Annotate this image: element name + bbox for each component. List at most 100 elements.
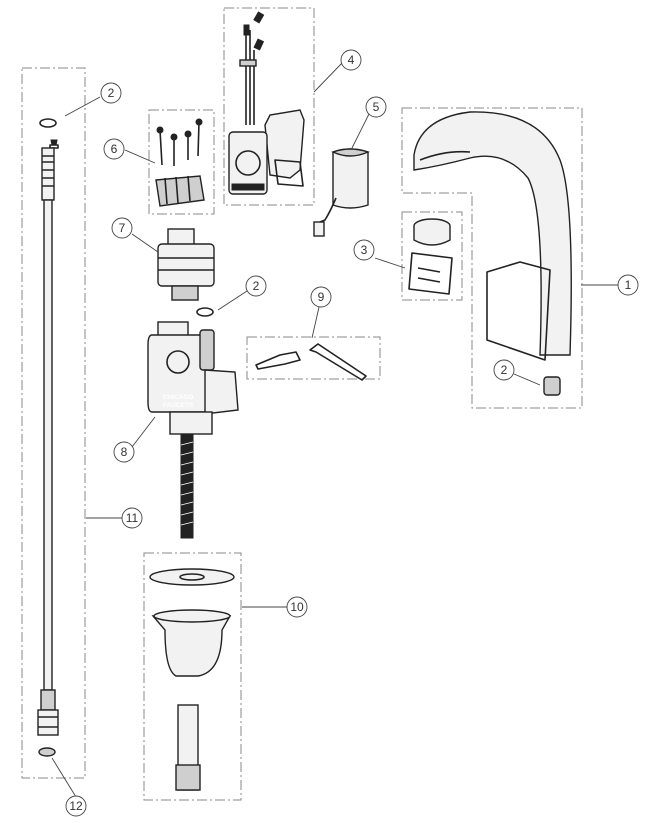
frame-supply-hose	[21, 67, 86, 779]
cartridge-top	[167, 228, 195, 246]
leader-4	[313, 61, 344, 93]
wire-plug-c	[253, 38, 265, 51]
leader-2a	[64, 96, 101, 117]
aerator	[408, 218, 453, 295]
rod-threads	[180, 441, 194, 526]
callout-2a-label: 2	[108, 86, 115, 100]
callout-6-label: 6	[111, 142, 118, 156]
hose-bottom-nut	[37, 709, 59, 736]
callout-8-label: 8	[121, 445, 128, 459]
callout-10-label: 10	[290, 600, 304, 614]
callout-12-label: 12	[69, 799, 83, 813]
leader-6	[124, 149, 156, 164]
frame-spout	[401, 107, 583, 409]
callout-6: 6	[103, 138, 125, 160]
spanner-tool	[255, 351, 301, 370]
solenoid-assembly	[228, 11, 305, 195]
body-side-block	[204, 369, 239, 415]
card-print	[417, 267, 441, 283]
plate-hole	[179, 573, 205, 581]
leader-8	[131, 416, 156, 448]
callout-11-label: 11	[126, 511, 139, 525]
frame-screws	[148, 109, 215, 215]
hose-bottom-ferrule	[40, 689, 56, 711]
solenoid-clip	[274, 159, 304, 187]
callout-3-label: 3	[361, 243, 368, 257]
callout-5: 5	[365, 96, 387, 118]
callout-1: 1	[617, 274, 639, 296]
tool-kit	[255, 343, 367, 381]
battery-lead	[319, 197, 337, 223]
hex-key	[309, 343, 367, 381]
screw-head-2	[170, 133, 178, 141]
hose-top-oring	[39, 118, 57, 128]
hose-nut-ribs	[38, 716, 58, 728]
clip-segments	[164, 175, 191, 205]
callout-2b-label: 2	[253, 279, 260, 293]
callout-7: 7	[111, 217, 133, 239]
screw-shafts	[159, 121, 200, 166]
wire-plug-b	[253, 11, 265, 24]
body-brand-line1: CHICAGO	[163, 394, 194, 401]
callout-12: 12	[65, 795, 87, 817]
leader-9	[311, 306, 320, 339]
spout-body	[413, 111, 572, 356]
spout-highlight	[419, 150, 471, 161]
battery-body	[332, 148, 369, 209]
leader-5	[351, 111, 371, 149]
mounting-plate	[149, 568, 235, 586]
group-frames	[21, 7, 583, 801]
callout-3: 3	[353, 239, 375, 261]
callout-4-label: 4	[348, 53, 355, 67]
frame-aerator	[401, 211, 463, 301]
battery-pack	[313, 148, 370, 237]
retaining-clip	[155, 175, 205, 207]
screw-head-1	[156, 126, 164, 134]
leader-3	[374, 257, 406, 269]
battery-cap	[331, 148, 370, 157]
solenoid-wires	[245, 30, 255, 125]
bracket-rim	[153, 609, 231, 623]
body-port	[166, 350, 190, 374]
hose-tube	[43, 199, 53, 691]
cartridge	[157, 228, 215, 317]
callout-7-label: 7	[119, 221, 126, 235]
leader-lines	[51, 61, 620, 798]
cartridge-body	[157, 243, 215, 287]
callout-2c: 2	[493, 359, 515, 381]
tube-nut	[175, 764, 201, 791]
leader-2c	[513, 373, 541, 386]
body-inlet	[199, 329, 215, 371]
spout	[413, 111, 572, 396]
hose-washer	[38, 747, 56, 757]
callout-8: 8	[113, 441, 135, 463]
screw-head-3	[184, 130, 192, 138]
supply-hose	[37, 118, 59, 757]
frame-tools	[246, 336, 381, 380]
wire-plug-a	[243, 24, 250, 36]
hose-fitting-ribs	[42, 155, 54, 187]
body-brand-line2: FAUCETS	[163, 402, 194, 409]
mounting-hardware	[149, 568, 235, 791]
callout-2c-label: 2	[501, 363, 508, 377]
solenoid-port	[235, 150, 261, 176]
battery-connector	[313, 221, 325, 237]
callout-10: 10	[286, 596, 308, 618]
aerator-key-card	[408, 252, 453, 295]
spout-sensor-cap	[543, 376, 561, 396]
spout-shroud	[486, 261, 551, 361]
screw-head-4	[195, 118, 203, 126]
leader-2b	[217, 290, 248, 311]
solenoid-base	[231, 183, 265, 191]
valve-body: CHICAGO FAUCETS	[147, 321, 239, 539]
frame-solenoid	[223, 7, 315, 206]
body-top-tab	[157, 321, 189, 337]
mounting-screws	[155, 118, 205, 207]
callout-1-label: 1	[625, 278, 632, 292]
callout-9: 9	[310, 286, 332, 308]
callout-9-label: 9	[318, 290, 325, 304]
leader-7	[131, 233, 159, 253]
callout-4: 4	[340, 49, 362, 71]
cartridge-bands	[158, 257, 214, 271]
